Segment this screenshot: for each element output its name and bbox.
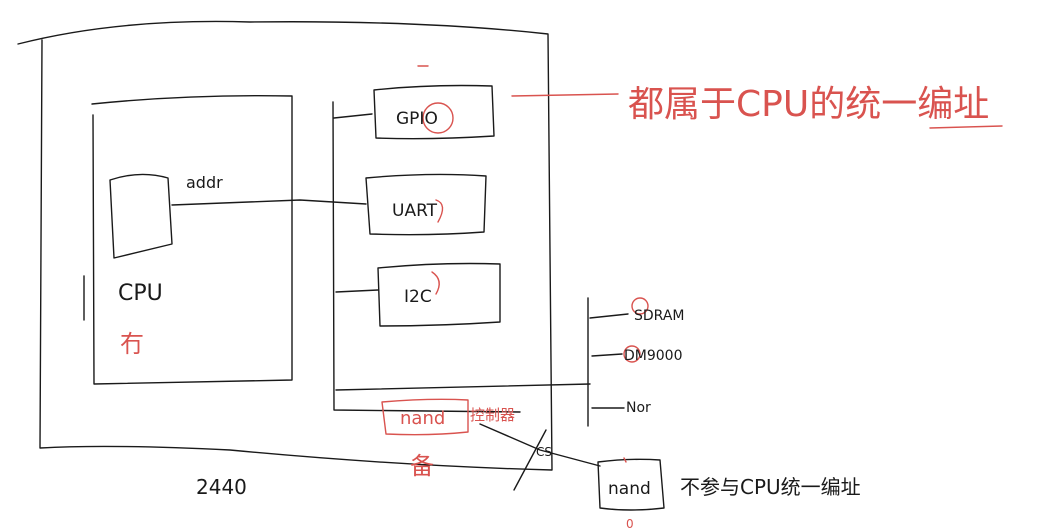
bus-cs-mark: CS: [536, 445, 552, 459]
nand-link-line: [479, 423, 601, 467]
nor-label: Nor: [626, 400, 651, 416]
sdram-label: SDRAM: [634, 308, 684, 324]
not-unified-addressing-note: 不参与CPU统一编址: [680, 475, 861, 499]
unified-note-pointer: [511, 93, 619, 97]
addr-line: [171, 199, 367, 206]
bus-to-i2c: [335, 289, 379, 293]
unified-note-underline: [929, 125, 1003, 129]
peripheral-bus: [332, 101, 521, 413]
nand-chip-box-outline: [597, 458, 665, 511]
nand-controller-red-mark: 备: [410, 452, 434, 480]
dm9000-red-circle: [623, 345, 641, 363]
gpio-label: GPIO: [396, 109, 438, 129]
bus-extension-to-ext: [335, 383, 591, 391]
nand-chip-label: nand: [608, 479, 651, 499]
sdram-red-circle: [631, 297, 649, 315]
dm9000-label: DM9000: [624, 348, 683, 364]
bus-to-gpio: [333, 113, 373, 119]
cpu-label: CPU: [118, 281, 163, 306]
unified-addressing-note: 都属于CPU的统一编址: [628, 84, 989, 125]
addr-label: addr: [186, 173, 223, 192]
cpu-red-mark: 冇: [120, 330, 144, 358]
nand-controller-label: nand: [400, 408, 445, 429]
bus-to-dm9000: [591, 353, 623, 357]
chip-border-slash: [513, 429, 547, 491]
cpu-core-outline: [109, 173, 173, 259]
i2c-label: I2C: [404, 287, 432, 307]
gpio-red-circle: [422, 102, 454, 134]
uart-label: UART: [392, 201, 438, 221]
uart-red-mark: [435, 199, 444, 223]
i2c-box-outline: [377, 262, 501, 327]
uart-box-outline: [365, 173, 487, 236]
nand-chip-red-tick: [623, 457, 627, 463]
chip-2440-outline: [17, 20, 553, 471]
nand-controller-box-outline: [381, 398, 469, 436]
chip-2440-label: 2440: [196, 475, 247, 499]
bus-to-sdram: [589, 313, 629, 319]
gpio-box-outline: [373, 84, 495, 140]
nand-controller-note: 控制器: [470, 406, 515, 424]
i2c-red-mark: [431, 271, 440, 295]
cpu-box-outline: [91, 94, 293, 385]
nand-chip-red-mark: 0: [626, 517, 634, 530]
